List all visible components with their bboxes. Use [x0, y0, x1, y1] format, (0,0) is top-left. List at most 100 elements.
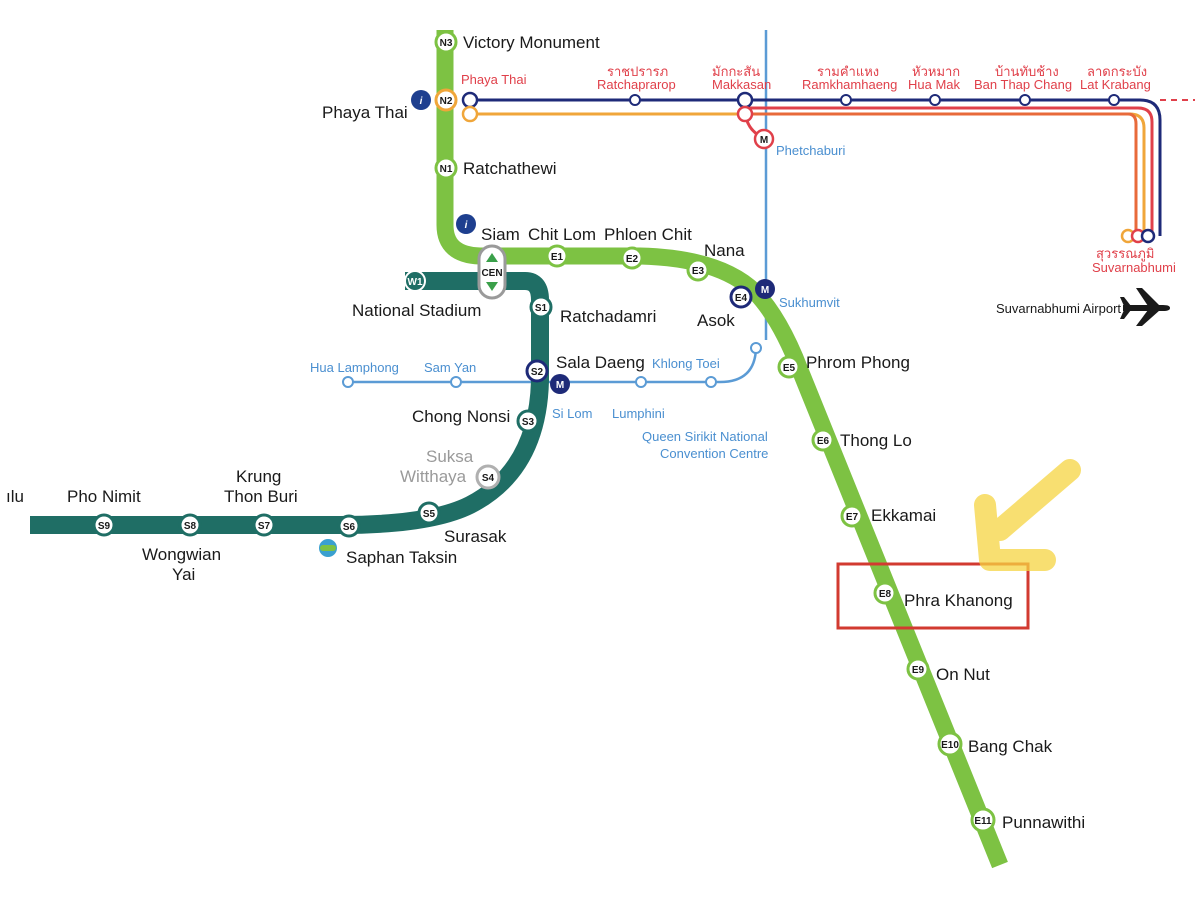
phaya-thai-arl-label: Phaya Thai [461, 72, 527, 87]
station-n2-label: Phaya Thai [322, 103, 408, 122]
station-s4-marker[interactable] [475, 464, 501, 490]
station-e3-label: Nana [704, 241, 745, 260]
station-s1-code: S1 [535, 303, 548, 314]
arl-ramkhamhaeng-marker[interactable] [840, 94, 852, 106]
mrt-silom-glyph: M [556, 380, 564, 391]
station-e8-marker[interactable] [873, 581, 897, 605]
station-s6-label: Saphan Taksin [346, 548, 457, 567]
arl-ratchaprarop-marker[interactable] [629, 94, 641, 106]
mrt-sam-yan-label: Sam Yan [424, 360, 476, 375]
station-n3-marker[interactable] [434, 30, 458, 54]
mrt-sukhumvit-icon [755, 279, 775, 299]
airport-link-red-line [745, 106, 1154, 236]
arl-lat-krabang-marker[interactable] [1108, 94, 1120, 106]
mrt-qsncc-marker[interactable] [750, 342, 762, 354]
mrt-sukhumvit-glyph: M [761, 285, 769, 296]
station-s2-marker[interactable] [525, 359, 549, 383]
arl-ratchaprarop-th: ราชปรารภ [607, 64, 668, 79]
mrt-sukhumvit-label: Sukhumvit [779, 295, 840, 310]
station-s7-code: S7 [258, 521, 271, 532]
cen-down-arrow-icon [486, 282, 498, 291]
station-s6-marker[interactable] [337, 514, 361, 538]
station-n3-label: Victory Monument [463, 33, 600, 52]
station-e8-label: Phra Khanong [904, 591, 1013, 610]
arl-ban-thap-chang-marker[interactable] [1019, 94, 1031, 106]
station-cen-code: CEN [481, 268, 502, 279]
sukhumvit-line [436, 30, 1008, 869]
mrt-sam-yan-marker[interactable] [450, 376, 462, 388]
mrt-phetchaburi-label: Phetchaburi [776, 143, 845, 158]
station-e11-label: Punnawithi [1002, 813, 1085, 832]
station-cen-marker[interactable] [477, 244, 507, 300]
station-e7-code: E7 [846, 512, 859, 523]
arl-ratchaprarop-label: Ratchaprarop [597, 77, 676, 92]
station-e4-label: Asok [697, 311, 735, 330]
arl-hua-mak-marker[interactable] [929, 94, 941, 106]
station-s9-marker[interactable] [92, 513, 116, 537]
station-e4-code: E4 [735, 293, 748, 304]
station-s9-label: Pho Nimit [67, 487, 141, 506]
station-e3-marker[interactable] [686, 258, 710, 282]
mrt-khlong-toei-marker[interactable] [705, 376, 717, 388]
station-s1-marker[interactable] [529, 295, 553, 319]
arl-makkasan-label: Makkasan [712, 77, 771, 92]
airport-link-orange-line [470, 112, 1146, 236]
mrt-qsncc-label-line1: Queen Sirikit National [642, 429, 768, 444]
station-e9-marker[interactable] [906, 657, 930, 681]
station-e11-marker[interactable] [970, 807, 996, 833]
phaya-thai-arl-marker-1 [461, 91, 479, 109]
station-n1-label: Ratchathewi [463, 159, 557, 178]
station-s2-label: Sala Daeng [556, 353, 645, 372]
station-s7-marker[interactable] [252, 513, 276, 537]
info-icon [411, 90, 431, 110]
boat-pier-icon-inner [320, 545, 336, 551]
station-s4-code: S4 [482, 473, 495, 484]
mrt-hua-lamphong-marker[interactable] [342, 376, 354, 388]
station-s8-label-line2: Yai [172, 565, 195, 584]
info-icon-glyph: i [420, 96, 423, 107]
arl-lat-krabang-label: Lat Krabang [1080, 77, 1151, 92]
station-e2-marker[interactable] [620, 246, 644, 270]
station-s4-label-line1: Suksa [426, 447, 474, 466]
arl-suvarnabhumi-marker[interactable] [1140, 228, 1156, 244]
station-e10-label: Bang Chak [968, 737, 1053, 756]
station-e1-code: E1 [551, 252, 564, 263]
mrt-phetchaburi-icon[interactable] [753, 128, 775, 150]
arl-makkasan-th: มักกะสัน [712, 64, 760, 79]
station-e5-marker[interactable] [777, 355, 801, 379]
mrt-lumphini-marker[interactable] [635, 376, 647, 388]
station-s3-marker[interactable] [516, 409, 540, 433]
station-n1-code: N1 [440, 164, 453, 175]
airport-link-red-line-2 [745, 112, 1138, 236]
arl-ban-thap-chang-label: Ban Thap Chang [974, 77, 1072, 92]
station-n2-marker[interactable] [434, 88, 458, 112]
station-e10-marker[interactable] [937, 731, 963, 757]
station-s7-label-line2: Thon Buri [224, 487, 298, 506]
arl-hua-mak-label: Hua Mak [908, 77, 961, 92]
station-e2-label: Phloen Chit [604, 225, 692, 244]
station-s5-label: Surasak [444, 527, 507, 546]
mrt-khlong-toei-label: Khlong Toei [652, 356, 720, 371]
airport-link-navy-line [470, 98, 1162, 236]
station-e7-label: Ekkamai [871, 506, 936, 525]
station-s6-code: S6 [343, 522, 356, 533]
station-s3-code: S3 [522, 417, 535, 428]
station-e4-marker[interactable] [729, 285, 753, 309]
station-e6-marker[interactable] [811, 428, 835, 452]
station-n2-code: N2 [440, 96, 453, 107]
station-e5-code: E5 [783, 363, 796, 374]
mrt-blue-line-horizontal [348, 347, 758, 384]
mrt-silom-icon [550, 374, 570, 394]
station-s5-marker[interactable] [417, 501, 441, 525]
arl-suvarnabhumi-th: สุวรรณภูมิ [1096, 246, 1154, 262]
station-n3-code: N3 [440, 38, 453, 49]
arl-makkasan-marker[interactable] [736, 91, 754, 109]
arl-hua-mak-th: หัวหมาก [912, 64, 960, 79]
station-n1-marker[interactable] [434, 156, 458, 180]
station-s8-marker[interactable] [178, 513, 202, 537]
station-w1-marker[interactable] [404, 270, 426, 292]
station-e11-code: E11 [974, 816, 992, 827]
station-e7-marker[interactable] [840, 504, 864, 528]
station-s8-code: S8 [184, 521, 197, 532]
station-e1-marker[interactable] [545, 244, 569, 268]
